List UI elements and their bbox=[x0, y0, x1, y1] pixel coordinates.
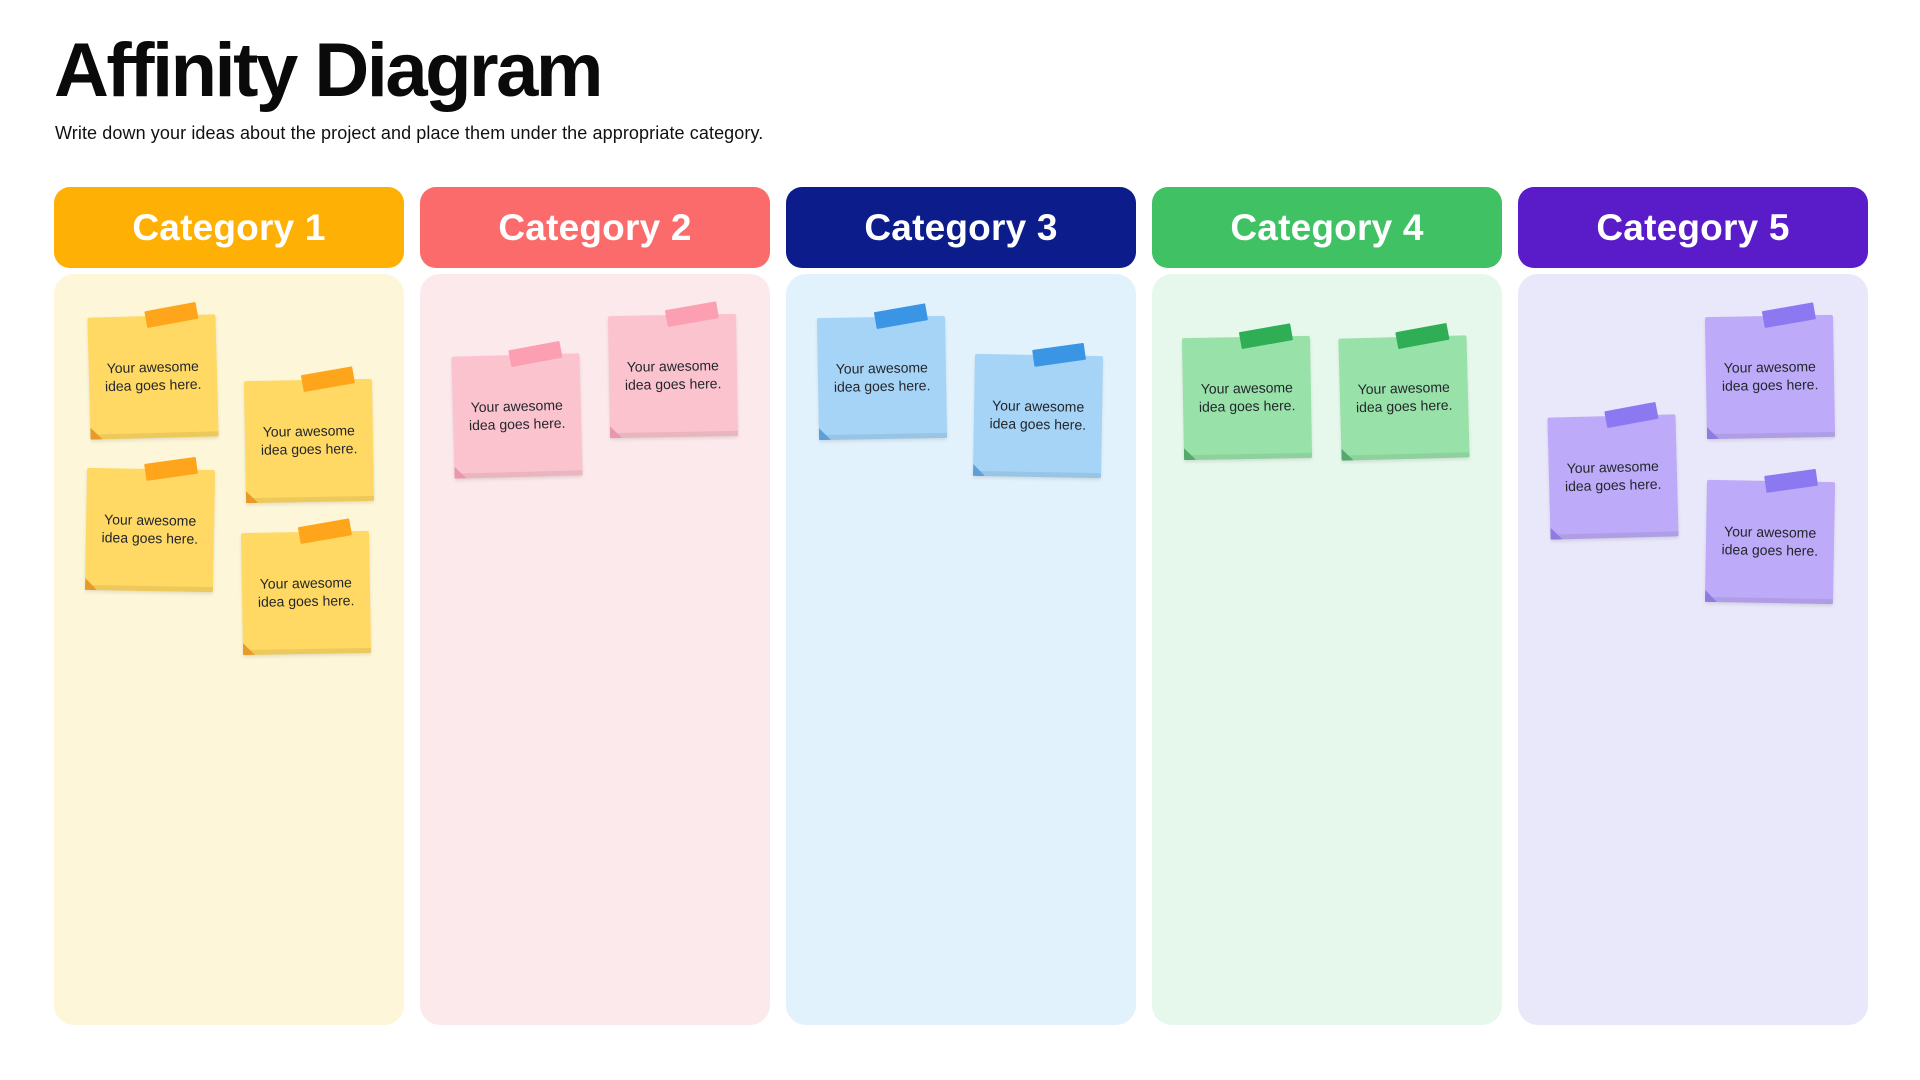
category-column: Category 2 Your awesome idea goes here. … bbox=[420, 187, 770, 1025]
category-header-1: Category 1 bbox=[54, 187, 404, 268]
tape-icon bbox=[1032, 342, 1087, 367]
category-panel: Your awesome idea goes here. Your awesom… bbox=[1152, 274, 1502, 1025]
category-header-3: Category 3 bbox=[786, 187, 1136, 268]
sticky-note-text: Your awesome idea goes here. bbox=[624, 357, 722, 393]
category-label: Category 1 bbox=[132, 206, 326, 248]
tape-icon bbox=[1238, 323, 1294, 350]
sticky-note-text: Your awesome idea goes here. bbox=[989, 397, 1087, 433]
category-column: Category 5 Your awesome idea goes here. … bbox=[1518, 187, 1868, 1025]
sticky-note[interactable]: Your awesome idea goes here. bbox=[240, 518, 372, 656]
category-panel: Your awesome idea goes here. Your awesom… bbox=[54, 274, 404, 1025]
corner-fold-icon bbox=[454, 466, 466, 478]
page-title: Affinity Diagram bbox=[54, 28, 603, 113]
page-subtitle: Write down your ideas about the project … bbox=[55, 123, 764, 144]
sticky-note-text: Your awesome idea goes here. bbox=[104, 357, 202, 395]
corner-fold-icon bbox=[90, 427, 102, 439]
corner-fold-icon bbox=[85, 578, 97, 590]
corner-fold-icon bbox=[819, 428, 831, 440]
tape-icon bbox=[664, 301, 720, 328]
category-column: Category 3 Your awesome idea goes here. … bbox=[786, 187, 1136, 1025]
sticky-note-text: Your awesome idea goes here. bbox=[1355, 378, 1453, 416]
corner-fold-icon bbox=[1705, 590, 1717, 602]
sticky-note-text: Your awesome idea goes here. bbox=[1721, 358, 1819, 394]
corner-fold-icon bbox=[973, 464, 985, 476]
affinity-board: Category 1 Your awesome idea goes here. … bbox=[54, 187, 1868, 1025]
category-header-5: Category 5 bbox=[1518, 187, 1868, 268]
tape-icon bbox=[1764, 468, 1819, 493]
sticky-note[interactable]: Your awesome idea goes here. bbox=[87, 301, 219, 440]
sticky-note[interactable]: Your awesome idea goes here. bbox=[972, 342, 1104, 479]
category-label: Category 2 bbox=[498, 206, 692, 248]
category-header-2: Category 2 bbox=[420, 187, 770, 268]
sticky-note[interactable]: Your awesome idea goes here. bbox=[1181, 323, 1313, 461]
sticky-note-text: Your awesome idea goes here. bbox=[101, 511, 199, 547]
tape-icon bbox=[297, 518, 353, 545]
corner-fold-icon bbox=[610, 426, 622, 438]
category-label: Category 3 bbox=[864, 206, 1058, 248]
sticky-note[interactable]: Your awesome idea goes here. bbox=[243, 366, 375, 504]
tape-icon bbox=[144, 301, 199, 329]
tape-icon bbox=[1761, 302, 1817, 329]
tape-icon bbox=[508, 340, 563, 368]
corner-fold-icon bbox=[1707, 427, 1719, 439]
category-header-4: Category 4 bbox=[1152, 187, 1502, 268]
sticky-note[interactable]: Your awesome idea goes here. bbox=[451, 340, 583, 479]
corner-fold-icon bbox=[243, 643, 255, 655]
sticky-note-text: Your awesome idea goes here. bbox=[1564, 457, 1662, 495]
sticky-note[interactable]: Your awesome idea goes here. bbox=[1338, 322, 1470, 461]
tape-icon bbox=[144, 456, 199, 481]
sticky-note[interactable]: Your awesome idea goes here. bbox=[607, 301, 739, 439]
sticky-note[interactable]: Your awesome idea goes here. bbox=[1547, 401, 1679, 540]
category-column: Category 4 Your awesome idea goes here. … bbox=[1152, 187, 1502, 1025]
sticky-note[interactable]: Your awesome idea goes here. bbox=[1704, 468, 1836, 605]
category-panel: Your awesome idea goes here. Your awesom… bbox=[420, 274, 770, 1025]
category-panel: Your awesome idea goes here. Your awesom… bbox=[1518, 274, 1868, 1025]
sticky-note-text: Your awesome idea goes here. bbox=[468, 396, 566, 434]
sticky-note[interactable]: Your awesome idea goes here. bbox=[84, 456, 216, 593]
sticky-note-text: Your awesome idea goes here. bbox=[257, 574, 355, 610]
tape-icon bbox=[1604, 401, 1659, 429]
sticky-note[interactable]: Your awesome idea goes here. bbox=[816, 303, 948, 441]
category-column: Category 1 Your awesome idea goes here. … bbox=[54, 187, 404, 1025]
corner-fold-icon bbox=[1341, 448, 1353, 460]
category-panel: Your awesome idea goes here. Your awesom… bbox=[786, 274, 1136, 1025]
sticky-note-text: Your awesome idea goes here. bbox=[1198, 379, 1296, 415]
corner-fold-icon bbox=[1550, 527, 1562, 539]
sticky-note-text: Your awesome idea goes here. bbox=[833, 359, 931, 395]
tape-icon bbox=[300, 366, 356, 393]
corner-fold-icon bbox=[246, 491, 258, 503]
tape-icon bbox=[873, 303, 929, 330]
corner-fold-icon bbox=[1184, 448, 1196, 460]
sticky-note-text: Your awesome idea goes here. bbox=[1721, 523, 1819, 559]
page-header: Affinity Diagram Write down your ideas a… bbox=[54, 28, 763, 144]
sticky-note[interactable]: Your awesome idea goes here. bbox=[1704, 302, 1836, 440]
sticky-note-text: Your awesome idea goes here. bbox=[260, 422, 358, 458]
category-label: Category 5 bbox=[1596, 206, 1790, 248]
category-label: Category 4 bbox=[1230, 206, 1424, 248]
tape-icon bbox=[1395, 322, 1450, 350]
